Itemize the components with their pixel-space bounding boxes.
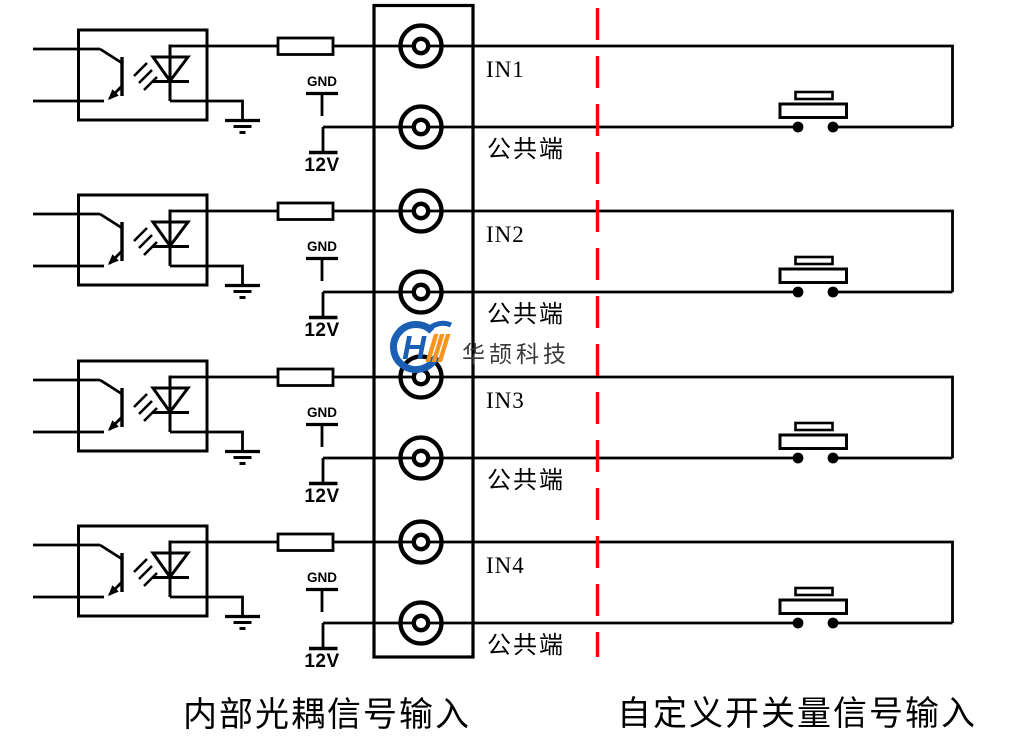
caption-internal-side: 内部光耦信号输入 <box>183 697 471 734</box>
channel-1-gnd-label: GND <box>307 74 337 89</box>
channel-1-common-label: 公共端 <box>487 137 565 163</box>
channel-1 <box>33 26 953 153</box>
logo-stripe-3 <box>437 334 451 362</box>
logo-swoosh-tail <box>426 320 453 332</box>
brand-logo-mark: H <box>390 320 453 373</box>
channel-3-common-label: 公共端 <box>487 468 565 494</box>
logo-arc <box>390 321 440 373</box>
channel-3-gnd-label: GND <box>307 405 337 420</box>
caption-external-side: 自定义开关量信号输入 <box>617 696 977 733</box>
channel-1-input-label: IN1 <box>486 57 525 82</box>
channel-2-input-label: IN2 <box>486 222 525 247</box>
channel-3-12v-label: 12V <box>304 486 340 507</box>
channel-1-12v-label: 12V <box>304 155 340 176</box>
channel-4-input-label: IN4 <box>486 553 525 578</box>
brand-logo-text: 华颉科技 <box>462 341 570 367</box>
channel-3 <box>33 357 953 484</box>
logo-stripe-1 <box>425 334 439 362</box>
channel-4-12v-label: 12V <box>304 651 340 672</box>
logo-monogram: H <box>402 329 427 366</box>
logo-stripe-2 <box>431 334 445 362</box>
terminal-block <box>372 3 475 659</box>
channel-4-common-label: 公共端 <box>487 633 565 659</box>
channel-4-gnd-label: GND <box>307 570 337 585</box>
channel-4 <box>33 522 953 649</box>
channel-2 <box>33 191 953 318</box>
channel-2-gnd-label: GND <box>307 239 337 254</box>
channel-2-common-label: 公共端 <box>487 302 565 328</box>
channel-3-input-label: IN3 <box>486 388 525 413</box>
channel-2-12v-label: 12V <box>304 320 340 341</box>
